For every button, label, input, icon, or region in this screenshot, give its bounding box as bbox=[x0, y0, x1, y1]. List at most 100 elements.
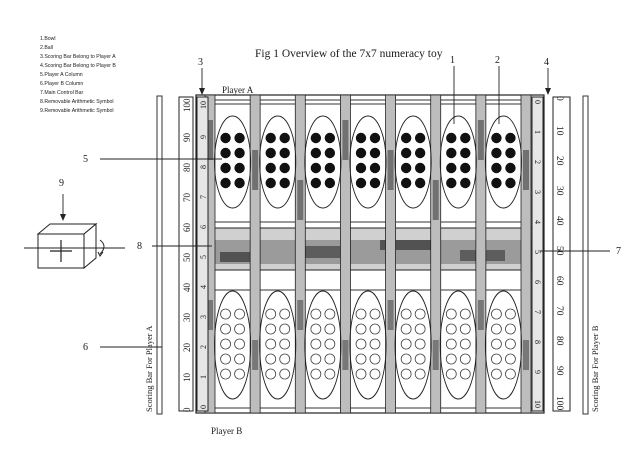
column-bar-texture bbox=[342, 340, 349, 370]
column-bar-texture bbox=[207, 300, 213, 330]
ball bbox=[265, 147, 276, 159]
scoring-bar-b-label: Scoring Bar For Player B bbox=[590, 325, 600, 412]
callout-9: 9 bbox=[59, 178, 64, 189]
board bbox=[195, 94, 545, 414]
left-index-label: 10 bbox=[199, 101, 208, 109]
right-scale-label: 100 bbox=[554, 396, 564, 411]
empty-ball bbox=[414, 368, 426, 380]
right-index-label: 3 bbox=[533, 190, 542, 194]
ball bbox=[310, 162, 322, 174]
ball bbox=[279, 162, 290, 174]
empty-ball bbox=[279, 353, 291, 365]
ball bbox=[310, 147, 322, 159]
right-scale-label: 20 bbox=[554, 156, 564, 166]
ball bbox=[279, 132, 290, 144]
right-index-label: 0 bbox=[533, 100, 542, 104]
legend-item: 2.Ball bbox=[40, 45, 53, 51]
column-bar bbox=[249, 94, 261, 414]
empty-ball bbox=[265, 308, 277, 320]
empty-ball bbox=[445, 353, 457, 365]
empty-ball bbox=[220, 353, 231, 365]
bowl bbox=[304, 290, 342, 400]
legend-item: 1.Bowl bbox=[40, 36, 56, 42]
ball bbox=[324, 162, 336, 174]
arrow-icon bbox=[60, 214, 66, 221]
ball bbox=[234, 162, 245, 174]
empty-ball bbox=[505, 338, 516, 350]
column-bar-texture bbox=[432, 180, 439, 220]
ball bbox=[505, 147, 516, 159]
right-scale-label: 80 bbox=[554, 336, 564, 346]
left-index-label: 6 bbox=[199, 225, 208, 229]
empty-ball bbox=[220, 338, 231, 350]
empty-ball bbox=[414, 353, 426, 365]
ball bbox=[460, 162, 471, 174]
ball bbox=[446, 177, 457, 189]
legend-item: 8.Removable Arithmetic Symbol bbox=[40, 99, 114, 105]
column-bar-texture bbox=[387, 300, 394, 330]
empty-ball bbox=[369, 353, 381, 365]
ball bbox=[324, 147, 336, 159]
column-bar-texture bbox=[252, 150, 259, 190]
ball bbox=[355, 177, 367, 189]
column-bar-texture bbox=[432, 340, 439, 370]
ball bbox=[324, 177, 336, 189]
empty-ball bbox=[234, 338, 245, 350]
bowl bbox=[439, 115, 477, 209]
right-scale-label: 90 bbox=[554, 366, 564, 376]
ball bbox=[220, 132, 231, 144]
arrow-icon bbox=[199, 88, 205, 95]
column-bar-texture bbox=[297, 300, 304, 330]
legend-item: 7.Main Control Bar bbox=[40, 90, 84, 96]
bowl bbox=[259, 290, 297, 400]
empty-ball bbox=[491, 338, 502, 350]
ball bbox=[414, 177, 426, 189]
empty-ball bbox=[369, 308, 381, 320]
scoring-bar-a: Scoring Bar For Player A bbox=[144, 95, 163, 415]
bowl bbox=[349, 290, 387, 400]
callout-8: 8 bbox=[137, 241, 142, 252]
right-index-label: 6 bbox=[533, 280, 542, 284]
ball bbox=[460, 132, 471, 144]
ball bbox=[400, 177, 412, 189]
legend-item: 6.Player B Column bbox=[40, 81, 83, 87]
callout-arrows bbox=[60, 88, 551, 221]
empty-ball bbox=[310, 353, 322, 365]
legend-item: 5.Player A Column bbox=[40, 72, 83, 78]
left-index-label: 1 bbox=[199, 375, 208, 379]
right-index-label: 2 bbox=[533, 160, 542, 164]
left-index-strip bbox=[196, 96, 209, 412]
left-index-label: 2 bbox=[199, 345, 208, 349]
callout-3: 3 bbox=[198, 57, 203, 68]
callout-2: 2 bbox=[495, 55, 500, 66]
ball bbox=[446, 147, 457, 159]
rotate-arrow-icon bbox=[99, 239, 105, 255]
ball bbox=[220, 147, 231, 159]
right-scale-strip bbox=[552, 96, 571, 412]
bowl bbox=[304, 115, 342, 209]
callout-4: 4 bbox=[544, 57, 549, 68]
empty-ball bbox=[324, 308, 336, 320]
right-index-label: 9 bbox=[533, 370, 542, 374]
empty-ball bbox=[491, 323, 502, 335]
ball bbox=[400, 132, 412, 144]
empty-ball bbox=[400, 368, 412, 380]
callout-6: 6 bbox=[83, 342, 88, 353]
empty-ball bbox=[234, 368, 245, 380]
rotate-arrow-icon bbox=[97, 251, 104, 257]
right-scale-label: 0 bbox=[554, 96, 564, 101]
empty-ball bbox=[369, 338, 381, 350]
column-bar bbox=[385, 94, 396, 414]
empty-ball bbox=[310, 368, 322, 380]
ball bbox=[265, 132, 276, 144]
scoring-bar-b-rail bbox=[582, 95, 589, 415]
column-bar-texture bbox=[342, 120, 349, 160]
empty-ball bbox=[491, 368, 502, 380]
empty-ball bbox=[355, 353, 367, 365]
legend: 1.Bowl 2.Ball 3.Scoring Bar Belong to Pl… bbox=[40, 36, 116, 114]
ball bbox=[265, 177, 276, 189]
bowl bbox=[394, 290, 432, 400]
callout-5: 5 bbox=[83, 154, 88, 165]
column-bar-texture bbox=[207, 120, 213, 160]
